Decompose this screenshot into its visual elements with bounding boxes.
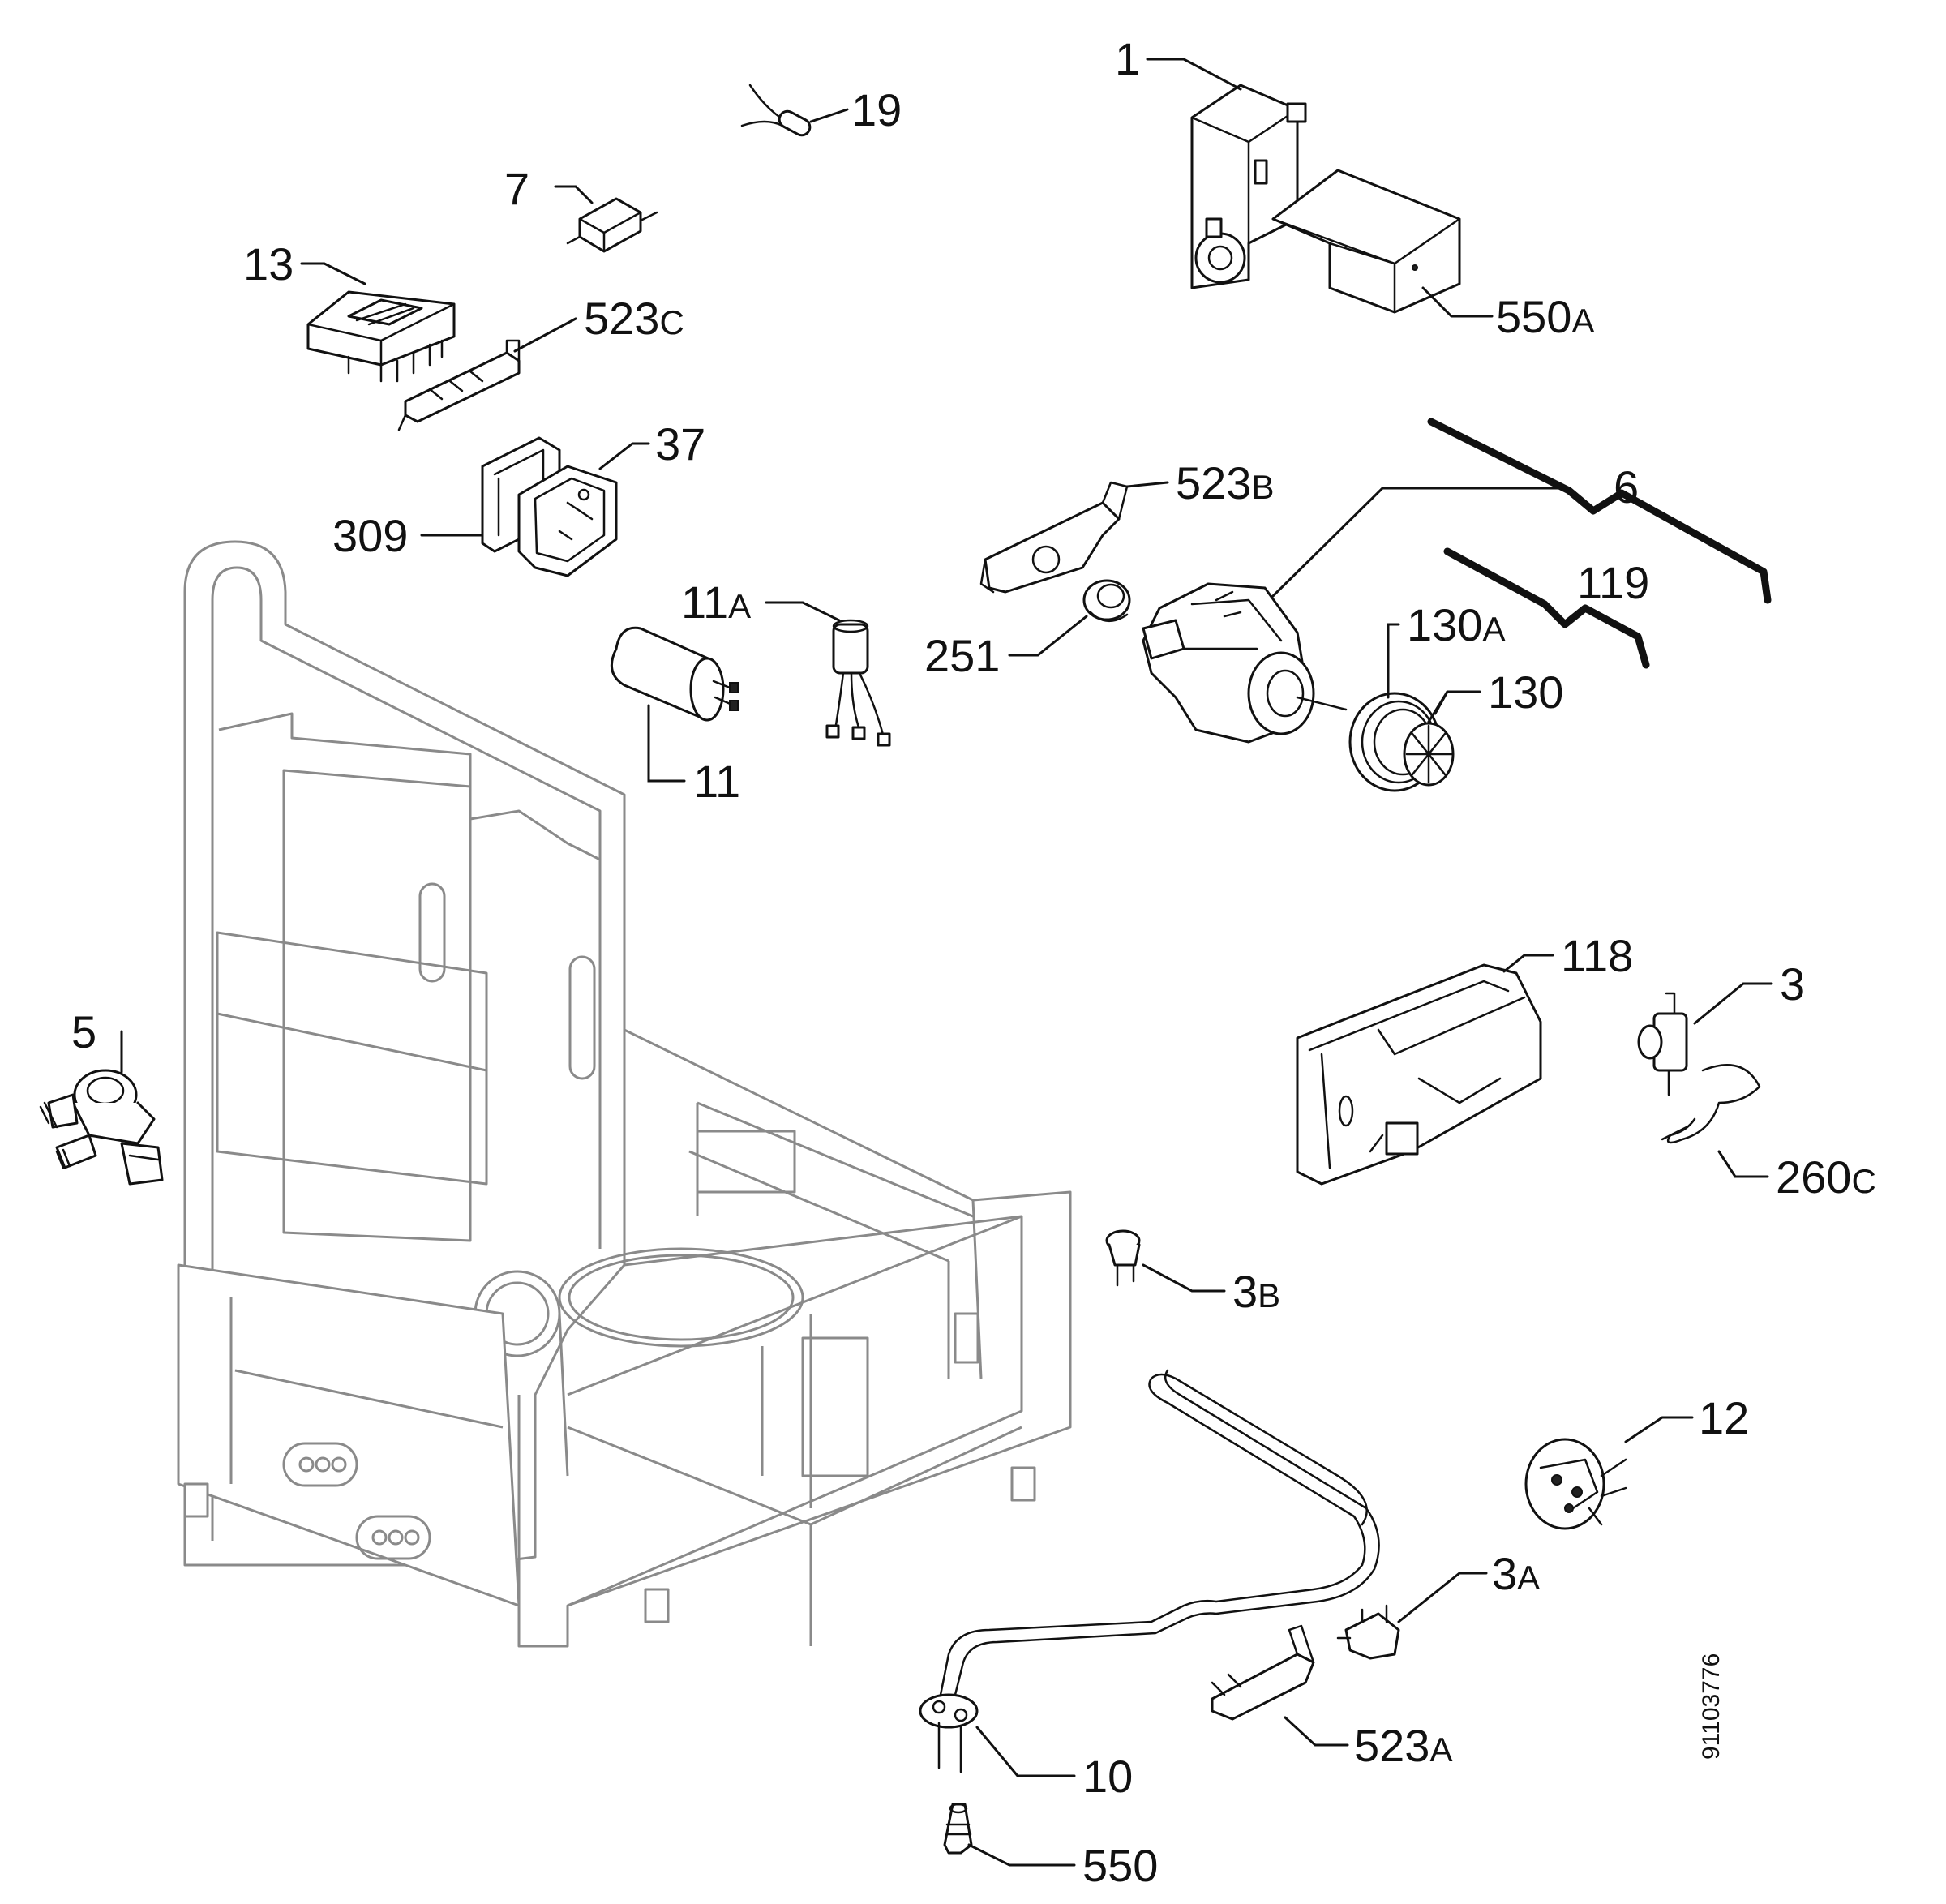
label-37: 37 — [655, 418, 705, 470]
part-3b-sensor — [1105, 1229, 1141, 1287]
label-3a: 3A — [1492, 1548, 1540, 1599]
label-523c: 523C — [584, 293, 684, 344]
part-10-heating-element — [919, 1369, 1380, 1773]
cabinet-frame — [177, 540, 1072, 1648]
label-130: 130 — [1488, 667, 1563, 718]
drawing-number: 91103776 — [1698, 1653, 1725, 1760]
part-6-motor — [1142, 582, 1348, 744]
part-12-pressure-switch — [1524, 1438, 1627, 1530]
part-130-impeller — [1348, 692, 1455, 792]
label-118: 118 — [1561, 930, 1633, 981]
part-labels: 1 19 7 13 523C 550A 37 309 523B 6 119 11… — [71, 33, 1876, 1891]
group-brace-119 — [1443, 547, 1650, 669]
part-11a-suppressor — [825, 619, 891, 747]
part-7-component — [566, 197, 658, 253]
label-550: 550 — [1082, 1840, 1158, 1891]
part-523b-bracket — [979, 481, 1129, 594]
part-260c-clip — [1661, 1064, 1761, 1144]
part-13-switch-block — [306, 290, 456, 383]
part-550-foot — [943, 1803, 973, 1855]
part-550a-box — [1271, 169, 1461, 314]
part-37-receptacle — [517, 465, 618, 577]
label-3b: 3B — [1232, 1266, 1280, 1317]
label-7: 7 — [504, 163, 529, 214]
label-5: 5 — [71, 1006, 96, 1057]
label-11: 11 — [693, 756, 740, 807]
label-1: 1 — [1115, 33, 1140, 84]
label-523a: 523A — [1354, 1720, 1452, 1771]
label-260c: 260C — [1776, 1151, 1876, 1203]
label-251: 251 — [924, 630, 1000, 681]
leader-lines — [120, 58, 1773, 1867]
label-550a: 550A — [1496, 291, 1594, 342]
part-5-inlet-valve — [39, 1069, 164, 1186]
part-3-thermostat — [1637, 992, 1688, 1096]
label-523b: 523B — [1176, 457, 1274, 508]
part-118-dispenser — [1296, 963, 1542, 1186]
label-10: 10 — [1082, 1751, 1133, 1802]
part-3a-limiter — [1336, 1604, 1400, 1660]
part-19-sensor — [740, 84, 812, 137]
label-11a: 11A — [681, 577, 751, 628]
part-11-capacitor — [610, 626, 739, 722]
label-3: 3 — [1780, 958, 1805, 1010]
label-19: 19 — [851, 84, 902, 135]
label-13: 13 — [243, 238, 294, 289]
part-523a-bracket — [1211, 1624, 1315, 1721]
label-119: 119 — [1577, 557, 1649, 608]
part-1-programmer — [1190, 84, 1307, 289]
label-12: 12 — [1699, 1392, 1749, 1443]
label-309: 309 — [332, 510, 408, 561]
part-251-plug — [1082, 579, 1131, 622]
group-brace-6 — [1427, 418, 1772, 604]
label-6: 6 — [1614, 461, 1639, 512]
part-523c-bracket — [397, 339, 521, 431]
label-130a: 130A — [1407, 599, 1505, 650]
